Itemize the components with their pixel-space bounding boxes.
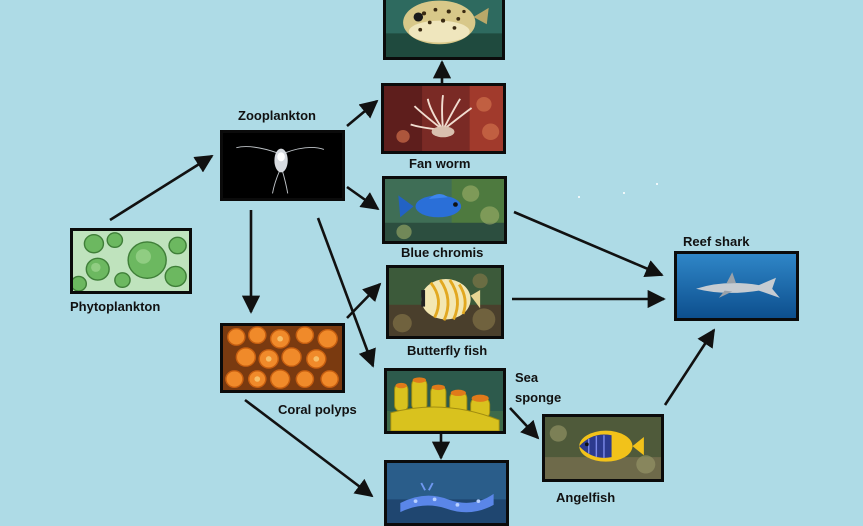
fan-worm-label: Fan worm	[409, 156, 471, 171]
reef-shark-photo	[674, 251, 799, 321]
blue-chromis-label: Blue chromis	[401, 245, 484, 260]
arrow-coral-butterfly	[346, 282, 382, 319]
coral-polyps-label: Coral polyps	[278, 402, 357, 417]
reef-shark-label: Reef shark	[683, 234, 750, 249]
pufferfish-photo	[383, 0, 505, 60]
arrow-sponge-angelfish	[509, 407, 540, 440]
angelfish-label: Angelfish	[556, 490, 616, 505]
arrow-zooplankton-fanworm	[346, 99, 379, 127]
phytoplankton-label: Phytoplankton	[70, 299, 161, 314]
phytoplankton-photo	[70, 228, 192, 294]
sea-sponge-label: Sea sponge	[515, 370, 562, 406]
angelfish-photo	[542, 414, 664, 482]
fan-worm-photo	[381, 83, 506, 154]
arrow-angelfish-shark	[663, 328, 716, 406]
sea-sponge-photo	[384, 368, 506, 434]
zooplankton-photo	[220, 130, 345, 201]
arrow-chromis-shark	[513, 210, 664, 277]
butterfly-fish-label: Butterfly fish	[407, 343, 488, 358]
arrow-zooplankton-chromis	[346, 185, 380, 211]
zooplankton-label: Zooplankton	[238, 108, 316, 123]
nudibranch-photo	[384, 460, 509, 526]
background-speck	[656, 183, 658, 185]
coral-polyps-photo	[220, 323, 345, 393]
background-speck	[578, 196, 580, 198]
butterfly-fish-photo	[386, 265, 504, 339]
blue-chromis-photo	[382, 176, 507, 244]
arrow-phytoplankton-zooplankton	[109, 154, 214, 222]
background-speck	[623, 192, 625, 194]
